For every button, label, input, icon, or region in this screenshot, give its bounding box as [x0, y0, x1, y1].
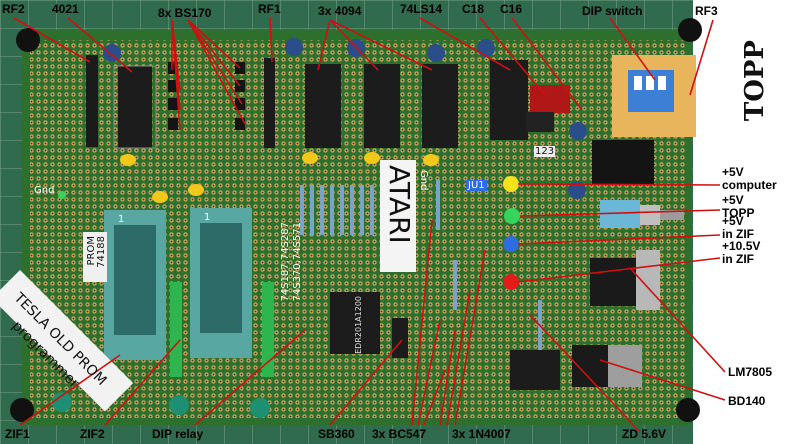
- prom-part-text: 74188: [96, 236, 107, 268]
- gnd-text-2: Gnd: [418, 170, 429, 191]
- eprom-list-2: 74S370,74S571: [292, 222, 303, 302]
- label-1n4007: 3x 1N4007: [452, 427, 511, 441]
- chip-74ls14: [490, 60, 528, 140]
- label-dip-switch: DIP switch: [582, 4, 643, 18]
- ju1-text: JU1: [466, 180, 487, 191]
- eprom-list: 74S187,74S287: [280, 222, 291, 302]
- label-4021: 4021: [52, 2, 79, 16]
- dc-jack: [592, 140, 654, 184]
- label-5v-zif: +5V in ZIF: [722, 214, 754, 241]
- terminal-strip-1: [170, 282, 182, 377]
- zif-sockets: [104, 208, 252, 360]
- callout-lines: [13, 17, 726, 433]
- green-caps: [52, 392, 270, 418]
- label-rf3: RF3: [695, 4, 718, 18]
- rf1-network: [264, 58, 275, 148]
- label-zif2: ZIF2: [80, 427, 105, 441]
- label-74ls14: 74LS14: [400, 2, 443, 16]
- heatsink-connector: [510, 350, 560, 390]
- rf2-network: [86, 55, 98, 147]
- prom-sticker: [83, 232, 107, 282]
- chip-4021: [113, 65, 157, 149]
- zif2-pin-number: 1: [204, 212, 211, 223]
- label-zd: ZD 5.6V: [622, 427, 667, 441]
- regulators: [572, 250, 660, 387]
- label-4094: 3x 4094: [318, 4, 362, 18]
- leds: [58, 176, 520, 290]
- dip-switch-module: [612, 55, 696, 137]
- sb360-diode: [392, 318, 408, 358]
- label-bs170: 8x BS170: [158, 6, 212, 20]
- label-c18: C18: [462, 2, 485, 16]
- gnd-text-1: Gnd: [34, 185, 55, 196]
- cap-block: [526, 112, 554, 132]
- relay-text: EDR201A1200: [354, 296, 363, 354]
- label-10v5-zif: +10.5V in ZIF: [722, 239, 761, 266]
- standoffs: [10, 18, 702, 422]
- atari-sticker: [380, 160, 416, 272]
- atari-text: ATARI: [383, 165, 416, 244]
- label-sb360: SB360: [318, 427, 355, 441]
- cap-label: 123: [534, 146, 556, 157]
- label-bd140: BD140: [728, 394, 766, 408]
- topp-text: TOPP: [740, 40, 770, 122]
- tesla-sticker: [0, 270, 134, 412]
- label-lm7805: LM7805: [728, 365, 773, 379]
- label-dip-relay: DIP relay: [152, 427, 204, 441]
- label-zif1: ZIF1: [5, 427, 30, 441]
- terminal-strip-2: [262, 282, 274, 377]
- dip-relay: [330, 292, 380, 354]
- label-c16: C16: [500, 2, 523, 16]
- label-5v-topp: +5V TOPP: [722, 193, 755, 220]
- label-rf1: RF1: [258, 2, 281, 16]
- ceramic-caps: [120, 152, 439, 203]
- zif1-pin-number: 1: [118, 214, 125, 225]
- label-bc547: 3x BC547: [372, 427, 427, 441]
- white-margin: [693, 0, 787, 444]
- chips-4094: [305, 64, 458, 148]
- c18-cap: [530, 85, 570, 113]
- label-rf2: RF2: [2, 2, 25, 16]
- label-5v-computer: +5V computer: [722, 165, 777, 192]
